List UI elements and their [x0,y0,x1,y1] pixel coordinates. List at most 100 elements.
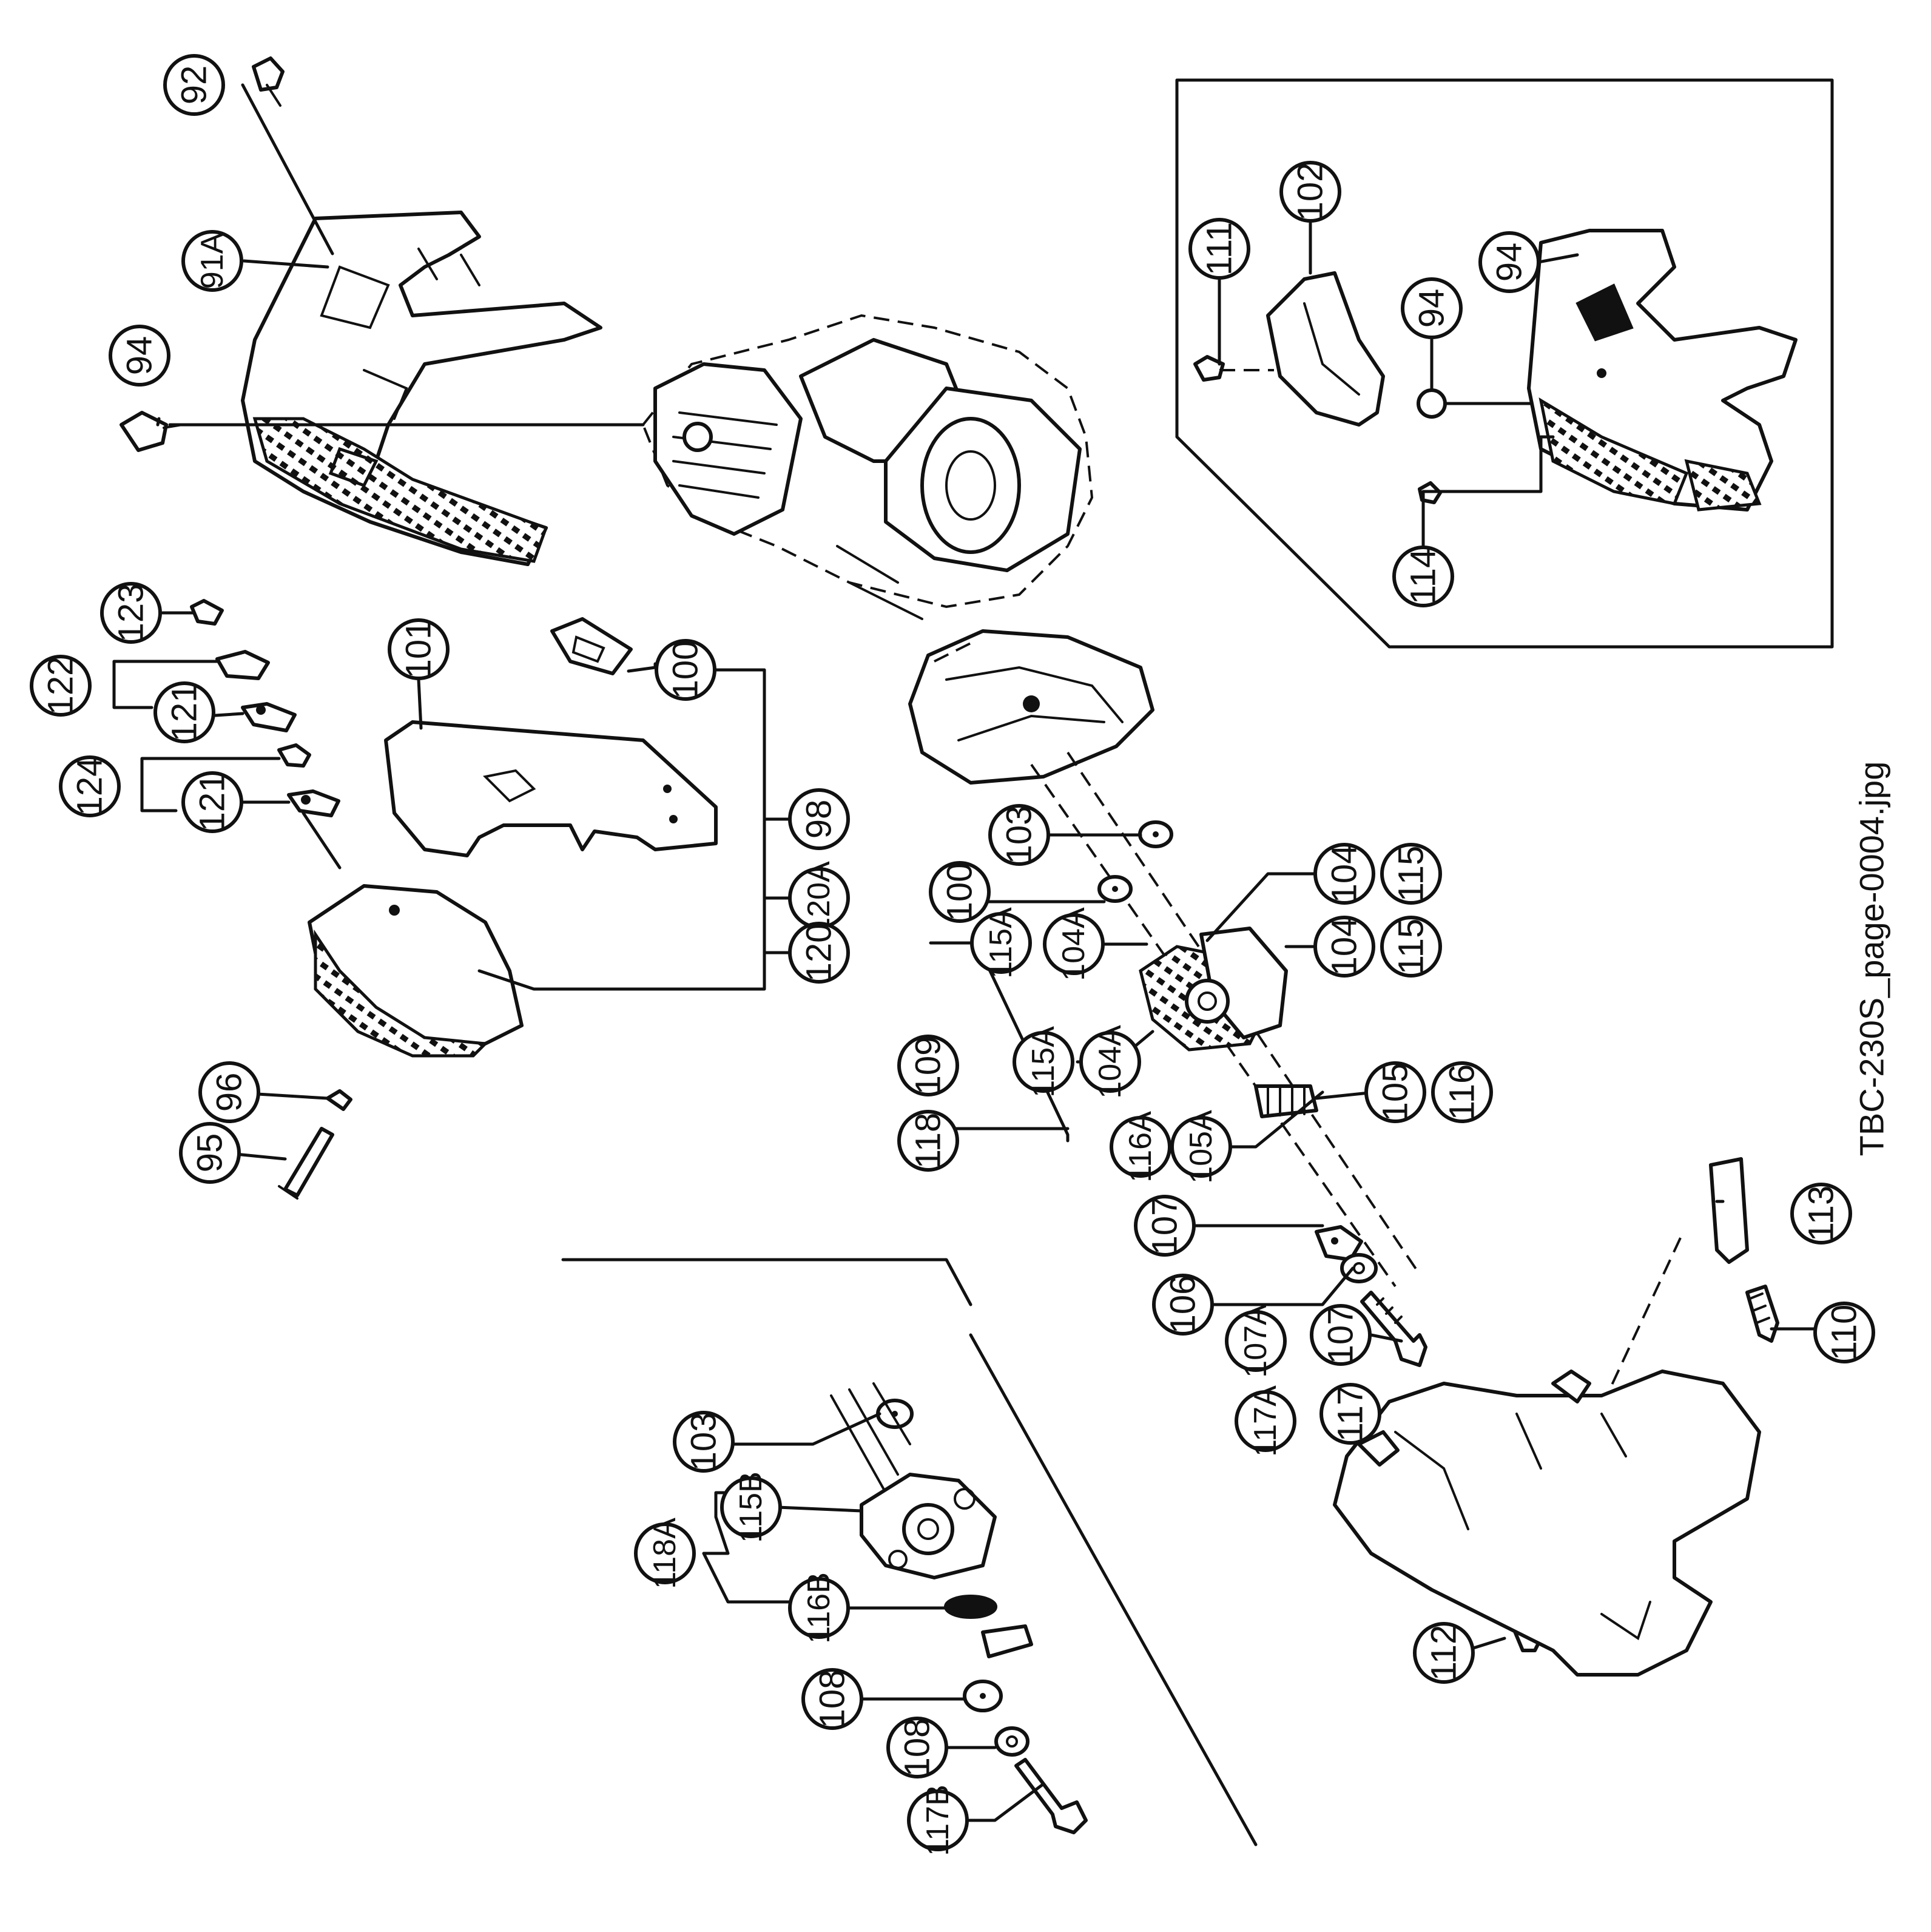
callout-115a-b: 115A [1013,1026,1074,1098]
callout-104a-b: 104A [1079,1025,1141,1099]
callout-117: 117 [1319,1383,1381,1445]
callout-95-label: 95 [190,1133,230,1173]
callout-124-label: 124 [70,757,110,816]
part-94-knob [120,411,183,452]
callout-103-detail: 103 [673,1411,735,1473]
callout-121-b: 121 [181,771,243,833]
inset-part-94-cover [1527,229,1798,512]
callout-107a-b-label: 107A [1238,1304,1273,1378]
callout-109: 109 [897,1035,959,1096]
callout-123: 123 [100,582,162,644]
inset-border [1175,78,1834,649]
part-105-spring [1254,1084,1318,1118]
callout-101-label: 101 [399,620,439,679]
callout-100-top-label: 100 [666,641,706,700]
callout-94-top: 94 [109,325,170,387]
part-91a-engine-cover [241,211,602,566]
callout-104-b-label: 104 [1325,917,1364,976]
callout-108-b-label: 108 [898,1718,937,1777]
inset-part-102-cover [1266,271,1385,427]
callout-91a: 91A [181,230,243,292]
callout-101: 101 [388,618,450,680]
callout-92-label: 92 [175,66,214,105]
detail-part-115b-clutch [860,1473,997,1579]
callout-115-a-label: 115 [1392,846,1431,902]
callout-96-label: 96 [210,1073,249,1112]
detail-shaft-lines [830,1382,911,1494]
callout-104-a-label: 104 [1325,845,1364,904]
callout-116b-label: 116B [801,1572,837,1644]
callout-107-b-label: 107 [1321,1306,1361,1365]
callout-95: 95 [179,1122,241,1184]
callout-94-inset-cover: 94 [1478,231,1540,293]
callout-94-inset-cover-label: 94 [1490,243,1529,282]
callout-110-label: 110 [1825,1305,1864,1360]
callout-121-a-label: 121 [165,683,204,742]
drive-shaft-edge [1067,751,1421,1275]
callout-115b: 115B [720,1471,782,1543]
callout-120: 120 [788,922,850,984]
part-117-bolt [1360,1291,1427,1367]
callout-100-center: 100 [929,861,991,923]
part-95-bolt [278,1127,334,1200]
callout-108-b: 108 [886,1717,948,1778]
callout-106-label: 106 [1164,1275,1203,1334]
callout-116a-label: 116A [1123,1111,1158,1183]
callout-108-a: 108 [801,1668,863,1730]
callout-118a: 118A [634,1518,696,1589]
callout-114-label: 114 [1404,549,1443,604]
part-121-washer-a [241,702,297,732]
callout-113: 113 [1790,1183,1852,1245]
callout-104a-a: 104A [1043,907,1105,981]
file-name-label: TBC-230S_page-0004.jpg [1852,761,1891,1157]
callout-121-b-label: 121 [193,773,232,832]
callout-94-inset-knob-label: 94 [1412,289,1452,328]
callout-112: 112 [1413,1622,1475,1684]
inset-part-94-knob [1417,388,1447,419]
part-113-pin [1709,1157,1749,1264]
part-103-washer [1138,820,1173,848]
callout-111: 111 [1188,218,1250,280]
part-104-clutch-assembly [1139,927,1288,1052]
callout-120-label: 120 [800,924,839,982]
engine-block [641,314,1094,620]
callout-103-center-label: 103 [1000,806,1039,865]
callout-98: 98 [788,788,850,850]
part-124-clip [277,743,311,768]
callout-104a-b-label: 104A [1093,1025,1128,1099]
callout-123-label: 123 [112,584,151,643]
callout-107-a: 107 [1134,1195,1196,1257]
part-122-clip [215,650,270,680]
callout-98-label: 98 [800,800,839,839]
callout-115-b-label: 115 [1392,919,1431,974]
detail-part-116b-spring [944,1595,997,1619]
callout-115a-b-label: 115A [1026,1026,1061,1098]
callout-115-a: 115 [1380,843,1442,905]
callout-94-top-label: 94 [120,336,160,376]
detail-part-103-washer [876,1399,914,1429]
callout-116b: 116B [788,1572,850,1644]
callout-115-b: 115 [1380,916,1442,978]
callout-124: 124 [59,755,121,817]
part-92-screw [252,56,285,107]
callout-117a: 117A [1235,1385,1296,1457]
callout-116: 116 [1431,1061,1493,1123]
callout-117b: 117B [907,1785,969,1856]
callout-116-label: 116 [1443,1064,1482,1120]
callout-111-label: 111 [1200,222,1239,275]
callout-113-label: 113 [1802,1186,1841,1241]
part-110-bolt [1745,1285,1779,1343]
callout-103-detail-label: 103 [684,1413,724,1471]
callout-107a-b: 107A [1225,1304,1287,1378]
callout-100-center-label: 100 [940,863,980,922]
detail-divider-lower [969,1333,1258,1846]
callout-102-label: 102 [1291,163,1330,221]
callout-117b-label: 117B [920,1785,955,1856]
callout-105-label: 105 [1376,1063,1415,1122]
callout-105a-label: 105A [1184,1110,1219,1184]
part-100-washer [1097,875,1133,903]
detail-part-108-washer-b [994,1726,1030,1757]
callout-104-b: 104 [1313,916,1375,978]
callout-102: 102 [1279,161,1341,223]
callout-115a-a-label: 115A [983,907,1019,979]
